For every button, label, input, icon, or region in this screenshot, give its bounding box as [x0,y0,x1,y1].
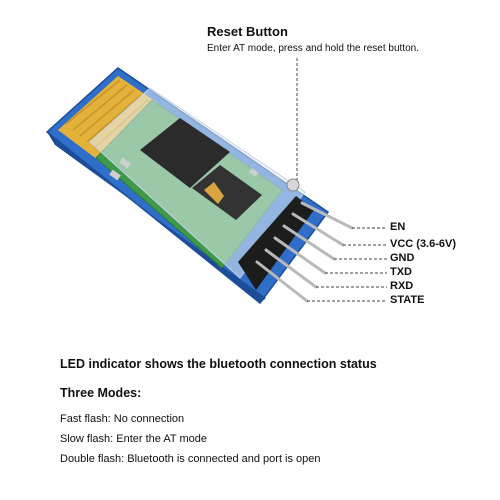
mode-desc: Bluetooth is connected and port is open [124,453,321,465]
mode-slow-flash: Slow flash: Enter the AT mode [60,433,207,445]
pin-label-en: EN [390,221,406,233]
mode-desc: Enter the AT mode [113,433,207,445]
mode-name: Double flash: [60,453,125,465]
pin-label-txd: TXD [390,266,412,278]
header-pins [255,201,354,303]
pin-label-rxd: RXD [390,280,414,292]
mode-name: Slow flash: [60,433,114,445]
modes-title: Three Modes: [60,386,142,400]
mode-desc: No connection [110,413,185,425]
module-board [45,67,330,305]
pin-label-vcc: VCC (3.6-6V) [390,238,457,250]
reset-button-title: Reset Button [207,24,288,39]
led-indicator-text: LED indicator shows the bluetooth connec… [60,357,377,371]
reset-button-description: Enter AT mode, press and hold the reset … [207,43,419,54]
mode-fast-flash: Fast flash: No connection [60,413,184,425]
pin-label-gnd: GND [390,252,415,264]
pin-label-state: STATE [390,294,425,306]
mode-double-flash: Double flash: Bluetooth is connected and… [60,453,321,465]
pin-leader-lines [307,227,387,302]
mode-name: Fast flash: [60,413,111,425]
